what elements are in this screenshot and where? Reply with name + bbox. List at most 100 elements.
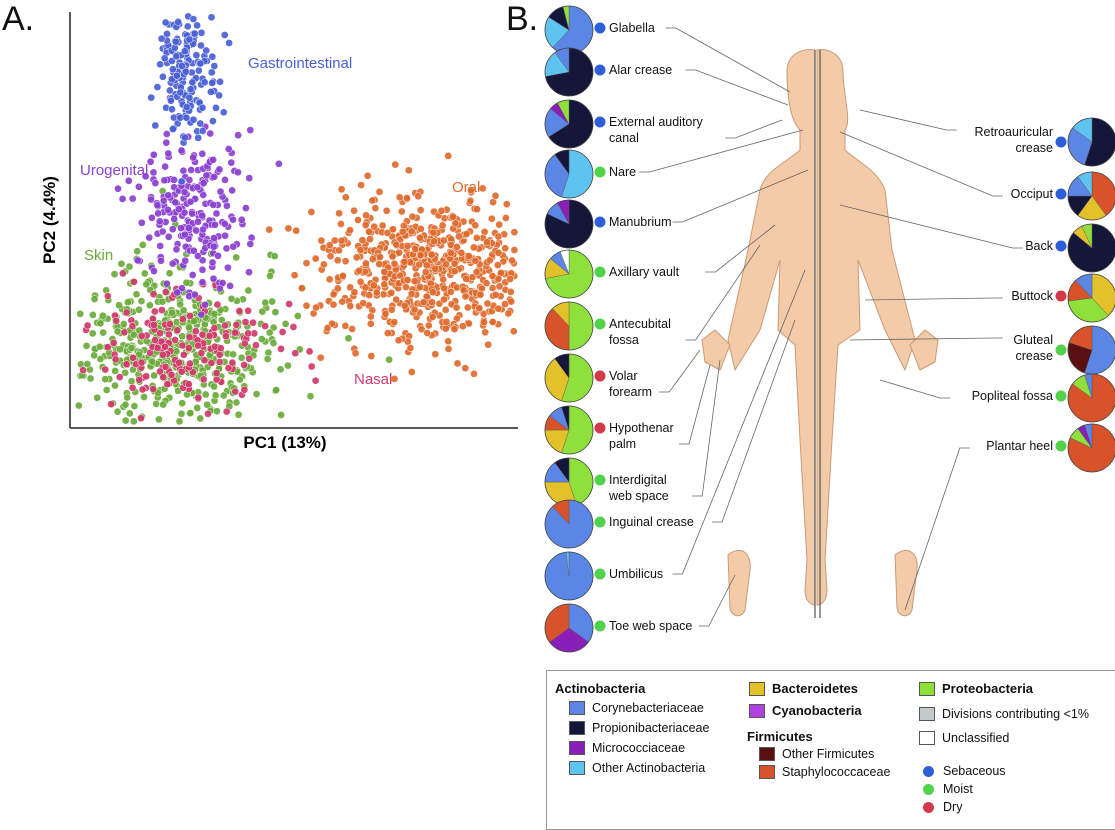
- scatter-point: [442, 317, 451, 326]
- pie-right-5: [1067, 373, 1115, 423]
- scatter-point: [392, 240, 401, 249]
- scatter-point: [215, 284, 224, 293]
- scatter-point: [416, 251, 425, 260]
- scatter-point: [157, 306, 166, 314]
- scatter-point: [122, 308, 131, 317]
- scatter-point: [208, 79, 217, 87]
- legend-label: Cyanobacteria: [772, 703, 862, 718]
- scatter-point: [361, 283, 370, 292]
- scatter-point: [326, 252, 335, 261]
- env-dot: [594, 474, 606, 486]
- leader-line: [698, 574, 736, 627]
- scatter-point: [140, 393, 148, 401]
- leader-line: [904, 447, 970, 611]
- scatter-point: [167, 371, 176, 379]
- scatter-point: [234, 168, 242, 177]
- scatter-point: [149, 168, 158, 177]
- swatch: [569, 701, 585, 715]
- scatter-point: [158, 297, 167, 306]
- pie-outline: [544, 353, 594, 403]
- scatter-point: [153, 344, 162, 352]
- scatter-point: [153, 201, 162, 210]
- swatch: [569, 741, 585, 755]
- scatter-point: [177, 367, 186, 376]
- scatter-point: [370, 222, 379, 231]
- pie-left-5: [544, 249, 594, 299]
- scatter-point: [469, 243, 478, 252]
- scatter-point: [208, 258, 217, 267]
- leader-line: [839, 131, 1003, 197]
- scatter-point: [159, 72, 167, 81]
- scatter-point: [128, 383, 137, 392]
- scatter-point: [146, 157, 155, 166]
- scatter-point: [186, 359, 194, 368]
- scatter-point: [189, 115, 198, 124]
- scatter-point: [138, 385, 147, 394]
- scatter-point: [320, 260, 328, 269]
- scatter-point: [437, 206, 446, 215]
- scatter-point: [132, 290, 141, 299]
- scatter-point: [213, 300, 222, 309]
- leader-line: [879, 379, 950, 399]
- scatter-point: [417, 325, 426, 334]
- scatter-point: [382, 206, 391, 215]
- scatter-point: [438, 221, 447, 230]
- scatter-point: [164, 205, 172, 214]
- scatter-point: [128, 322, 137, 331]
- env-dot: [594, 568, 606, 580]
- scatter-point: [444, 152, 453, 160]
- pie-right-6: [1067, 423, 1115, 473]
- site-label: Popliteal fossa: [972, 389, 1053, 403]
- site-label-line: Alar crease: [609, 63, 672, 77]
- scatter-point: [341, 193, 350, 202]
- scatter-point: [83, 321, 92, 330]
- scatter-point: [494, 248, 503, 257]
- env-dot: [594, 216, 606, 228]
- scatter-point: [129, 417, 138, 426]
- scatter-point: [411, 245, 419, 253]
- pie-slice: [568, 301, 594, 351]
- scatter-point: [367, 352, 376, 360]
- scatter-point: [174, 18, 182, 26]
- scatter-point: [178, 399, 187, 408]
- scatter-point: [207, 88, 215, 96]
- legend-cyanobacteria: Cyanobacteria: [749, 703, 862, 718]
- site-label-line: Toe web space: [609, 619, 692, 633]
- scatter-point: [156, 242, 165, 250]
- scatter-point: [510, 228, 519, 237]
- scatter-point: [181, 67, 190, 76]
- scatter-point: [450, 267, 459, 276]
- site-label-line: crease: [1015, 349, 1053, 363]
- scatter-point: [232, 253, 241, 262]
- scatter-point: [291, 349, 300, 358]
- panel-b-label: B.: [506, 0, 539, 38]
- scatter-point: [361, 221, 370, 229]
- scatter-point: [147, 195, 155, 204]
- pie-outline: [544, 99, 594, 149]
- scatter-point: [178, 62, 186, 70]
- scatter-point: [157, 256, 165, 265]
- scatter-point: [504, 309, 513, 318]
- scatter-point: [159, 373, 168, 382]
- scatter-point: [166, 320, 174, 328]
- dry-dot-icon: [923, 801, 934, 813]
- scatter-point: [392, 295, 401, 304]
- scatter-point: [346, 302, 355, 310]
- scatter-point: [190, 290, 199, 299]
- site-label-line: Antecubital: [609, 317, 671, 331]
- scatter-point: [325, 275, 334, 284]
- scatter-point: [169, 125, 177, 133]
- scatter-point: [95, 342, 104, 351]
- scatter-point: [163, 380, 172, 389]
- scatter-point: [179, 350, 188, 359]
- legend-sebaceous: Sebaceous: [923, 764, 1006, 778]
- scatter-point: [140, 269, 149, 278]
- cluster-label-oral: Oral: [452, 179, 480, 196]
- scatter-point: [115, 373, 124, 381]
- scatter-point: [350, 288, 359, 297]
- scatter-point: [258, 307, 267, 316]
- scatter-point: [121, 400, 130, 409]
- scatter-point: [397, 207, 406, 216]
- pie-left-9: [544, 457, 594, 507]
- scatter-point: [341, 322, 350, 330]
